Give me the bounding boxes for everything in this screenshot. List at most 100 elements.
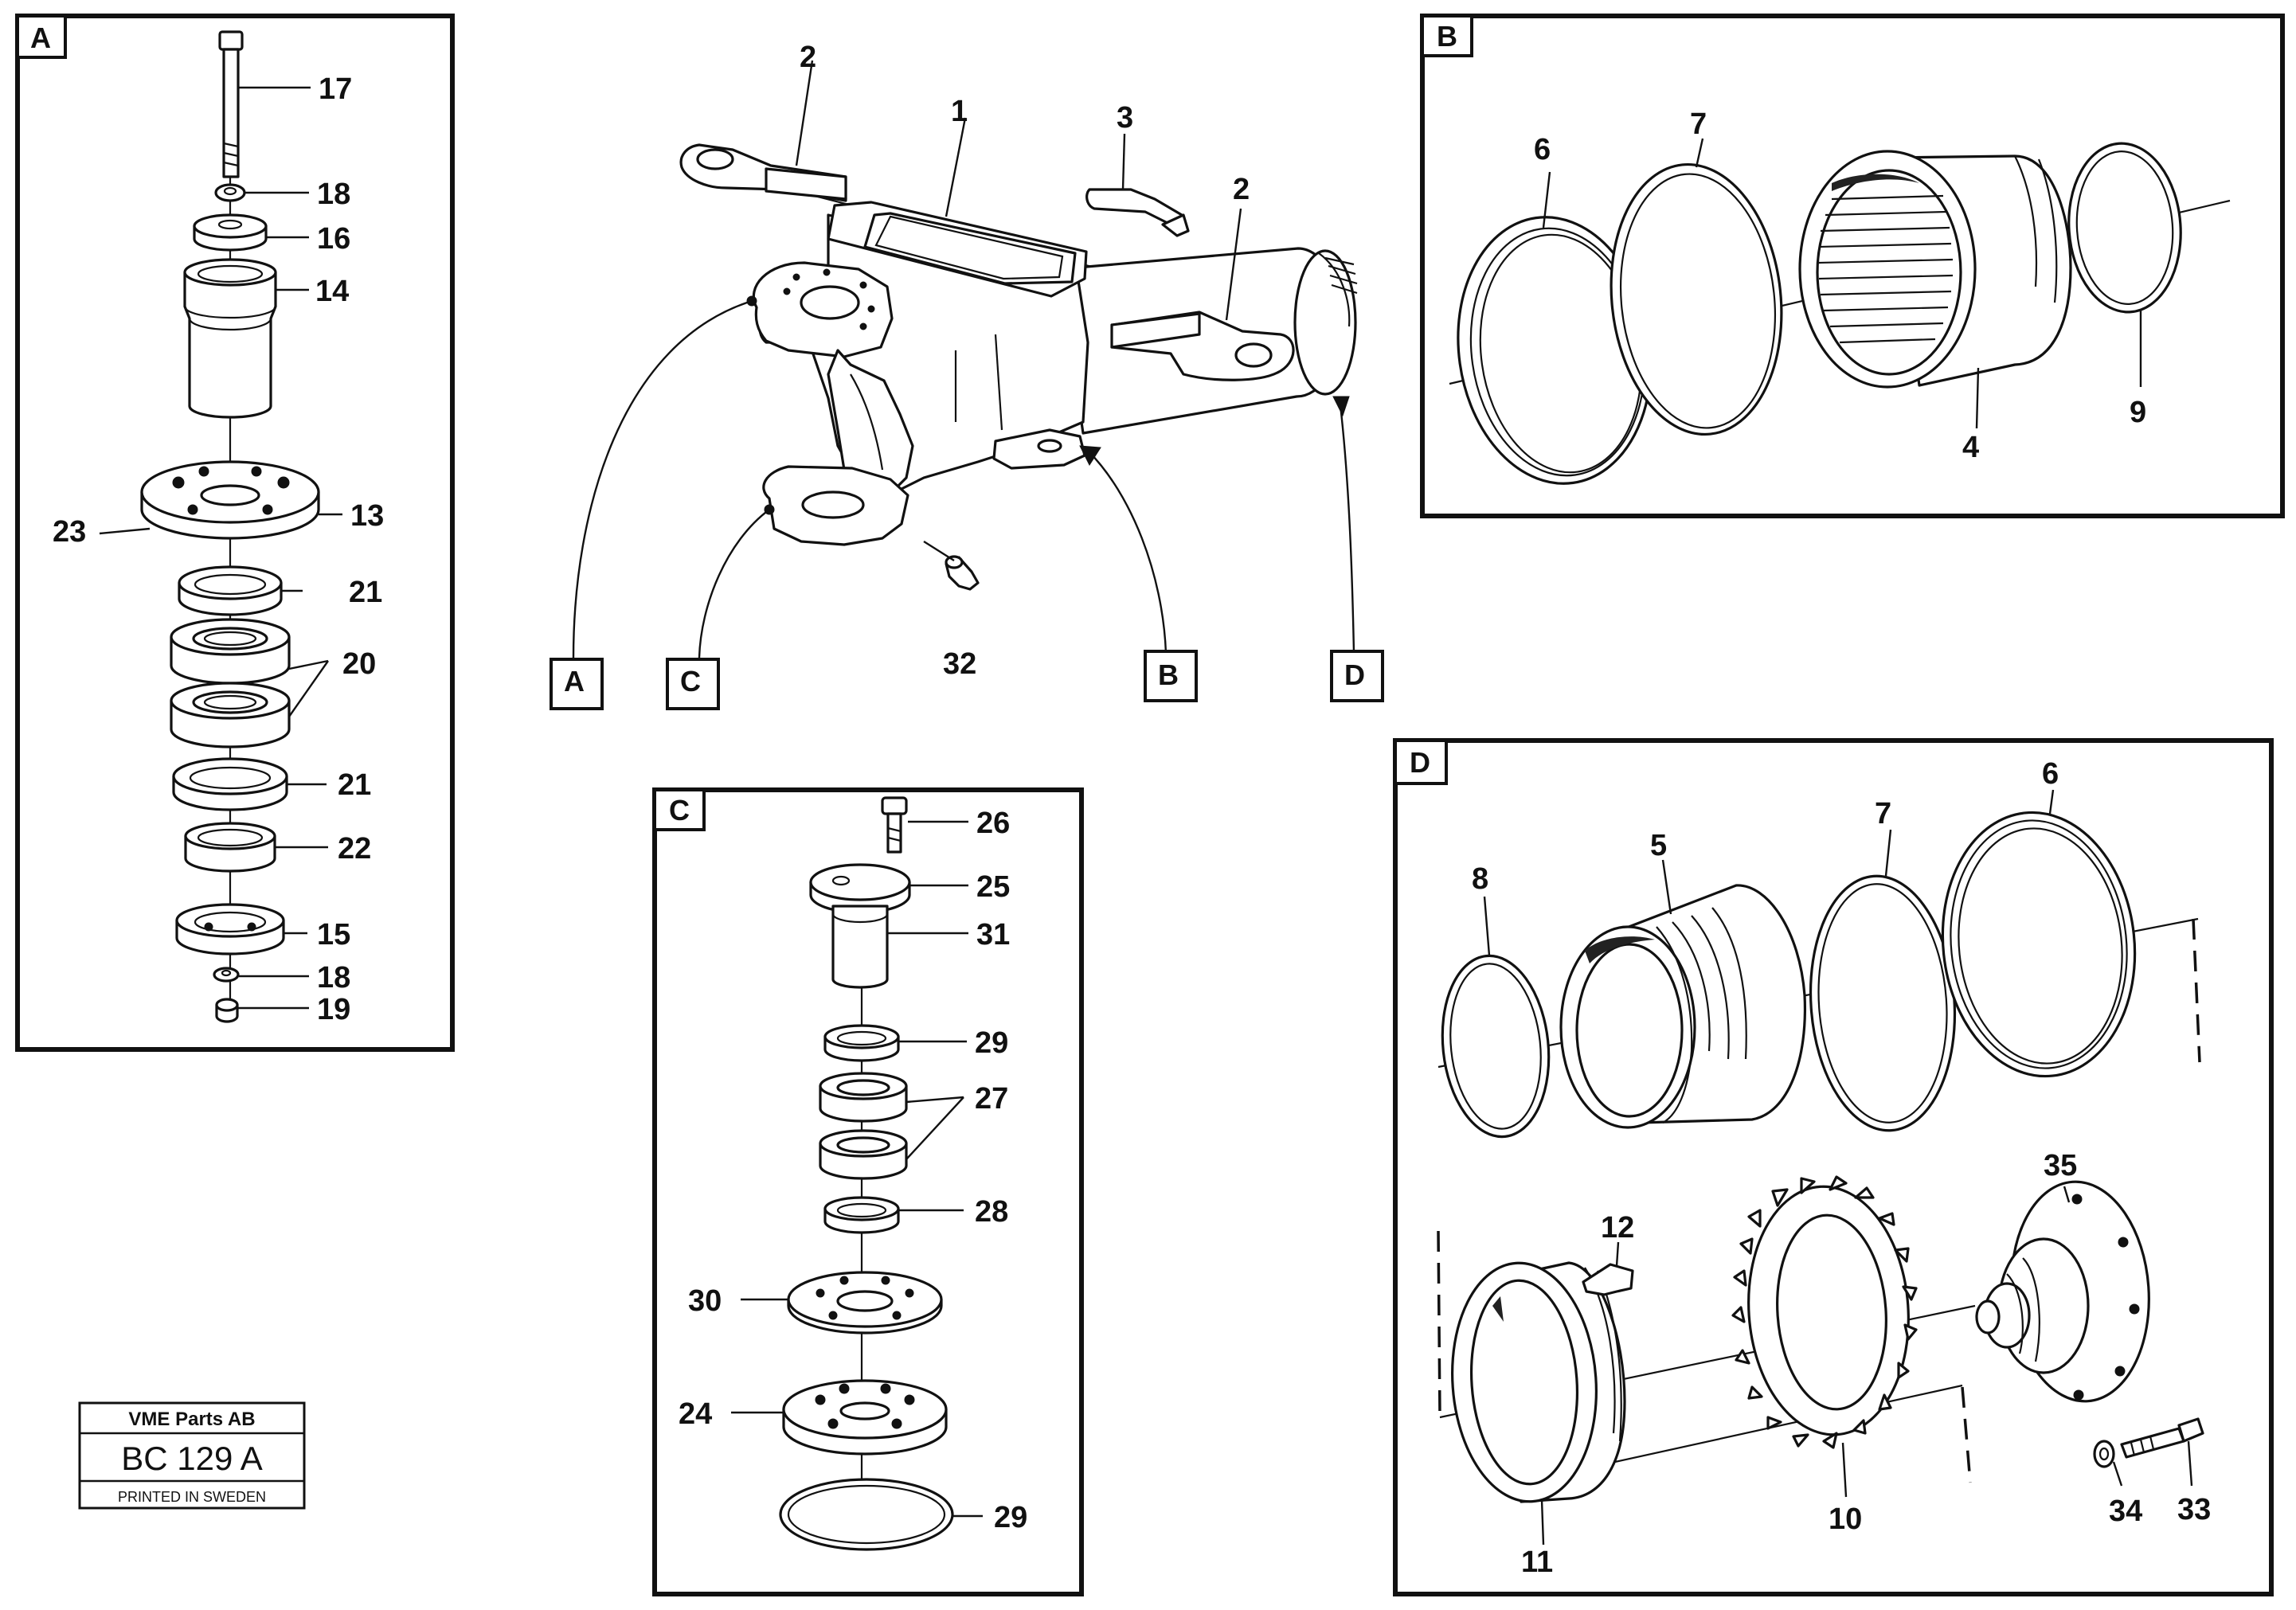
callout-10: 10 [1829, 1503, 1862, 1536]
stamp-company: VME Parts AB [128, 1409, 255, 1430]
callout-21-bottom: 21 [338, 768, 371, 802]
part-12-key [1582, 1263, 1634, 1296]
leader-7-b [1695, 138, 1704, 168]
arrow-to-d [1338, 397, 1355, 654]
callout-9: 9 [2130, 396, 2146, 429]
leader-27-a [905, 1096, 964, 1104]
part-17-bolt [218, 30, 244, 178]
panel-b-tag [1421, 14, 1473, 57]
callout-3: 3 [1117, 101, 1133, 135]
part-3-bracket [1085, 188, 1190, 237]
callout-32: 32 [943, 647, 976, 681]
callout-21-top: 21 [349, 576, 382, 609]
part-27-bearing-upper [819, 1072, 908, 1123]
part-34-washer [2093, 1440, 2115, 1468]
part-16-nut [193, 213, 268, 252]
callout-16: 16 [317, 222, 350, 256]
part-27-bearing-lower [819, 1129, 908, 1180]
part-22-bushing [184, 822, 276, 873]
panel-b: B 6 7 [1420, 14, 2285, 518]
leader-20-a [288, 659, 329, 670]
callout-29-bottom: 29 [994, 1501, 1027, 1534]
tag-a-label: A [564, 665, 585, 698]
tag-d-label: D [1344, 658, 1365, 691]
part-1-axle-housing [752, 201, 1358, 546]
part-10-lockring [1731, 1175, 1918, 1449]
callout-7-b: 7 [1690, 107, 1707, 141]
part-20-bearing-upper [170, 618, 291, 685]
callout-31: 31 [976, 918, 1010, 952]
part-7-oring-b [1610, 162, 1783, 436]
part-25-31-pin [809, 863, 911, 989]
callout-35: 35 [2044, 1149, 2077, 1182]
callout-14: 14 [315, 275, 349, 308]
part-15-cap [175, 903, 285, 955]
panel-c-frame [652, 787, 1084, 1596]
panel-d-frame [1393, 738, 2274, 1596]
callout-1: 1 [951, 95, 968, 128]
arrow-to-c [698, 509, 770, 658]
part-7-oring-d [1809, 874, 1957, 1132]
panel-a: A 17 18 16 [15, 14, 455, 1052]
part-20-bearing-lower [170, 682, 291, 748]
callout-23: 23 [53, 515, 86, 549]
part-21-ring-bottom [172, 757, 288, 811]
leader-23 [99, 527, 151, 535]
arrow-to-a [572, 299, 753, 658]
callout-27: 27 [975, 1082, 1008, 1116]
callout-12: 12 [1601, 1211, 1634, 1245]
part-32-grease-nipple [945, 555, 980, 591]
callout-18-top: 18 [317, 178, 350, 211]
part-33-bolt [2120, 1417, 2204, 1459]
callout-17: 17 [319, 72, 352, 106]
callout-8: 8 [1472, 862, 1488, 896]
leader-27-b [905, 1096, 964, 1160]
callout-20: 20 [342, 647, 376, 681]
part-2-lever-left [679, 143, 847, 202]
panel-c-label: C [669, 794, 690, 826]
callout-6-b: 6 [1534, 133, 1551, 166]
leader-34 [2112, 1461, 2123, 1487]
leader-6-b [1542, 171, 1551, 229]
callout-29-top: 29 [975, 1026, 1008, 1060]
panel-c: C 26 25 31 29 [652, 787, 1084, 1596]
part-19-nut [215, 998, 239, 1023]
callout-28: 28 [975, 1195, 1008, 1229]
panel-d-tag [1394, 739, 1448, 785]
tag-c-label: C [680, 665, 701, 698]
main-housing-view: 2 3 [550, 41, 1384, 710]
callout-18-bottom: 18 [317, 961, 350, 995]
callout-7-d: 7 [1875, 797, 1891, 830]
stamp-printed: PRINTED IN SWEDEN [118, 1489, 266, 1505]
part-9-ring [2067, 142, 2182, 314]
callout-30: 30 [688, 1284, 722, 1318]
tag-a [550, 658, 604, 710]
callout-2-right: 2 [1233, 173, 1250, 206]
stamp-frame [78, 1401, 306, 1510]
callout-25: 25 [976, 870, 1010, 904]
part-13-flange [140, 460, 320, 540]
callout-26: 26 [976, 807, 1010, 840]
callout-33: 33 [2177, 1493, 2211, 1526]
panel-a-frame [15, 14, 455, 1052]
callout-4: 4 [1962, 431, 1979, 464]
leader-5 [1661, 859, 1672, 915]
part-18-washer-bottom [213, 967, 240, 983]
panel-a-tag [16, 14, 67, 59]
panel-a-label: A [30, 21, 51, 54]
tag-c [666, 658, 720, 710]
leader-8 [1483, 896, 1491, 956]
leader-20-b [288, 660, 329, 717]
part-4-hub [1798, 150, 2072, 389]
panel-b-frame [1420, 14, 2285, 518]
leader-6-d [2048, 789, 2055, 815]
part-8-ring [1441, 954, 1551, 1139]
panel-b-label: B [1437, 20, 1457, 53]
callout-34: 34 [2109, 1495, 2142, 1528]
tag-d [1330, 650, 1384, 702]
callout-15: 15 [317, 918, 350, 952]
callout-24: 24 [679, 1397, 712, 1431]
callout-19: 19 [317, 993, 350, 1026]
